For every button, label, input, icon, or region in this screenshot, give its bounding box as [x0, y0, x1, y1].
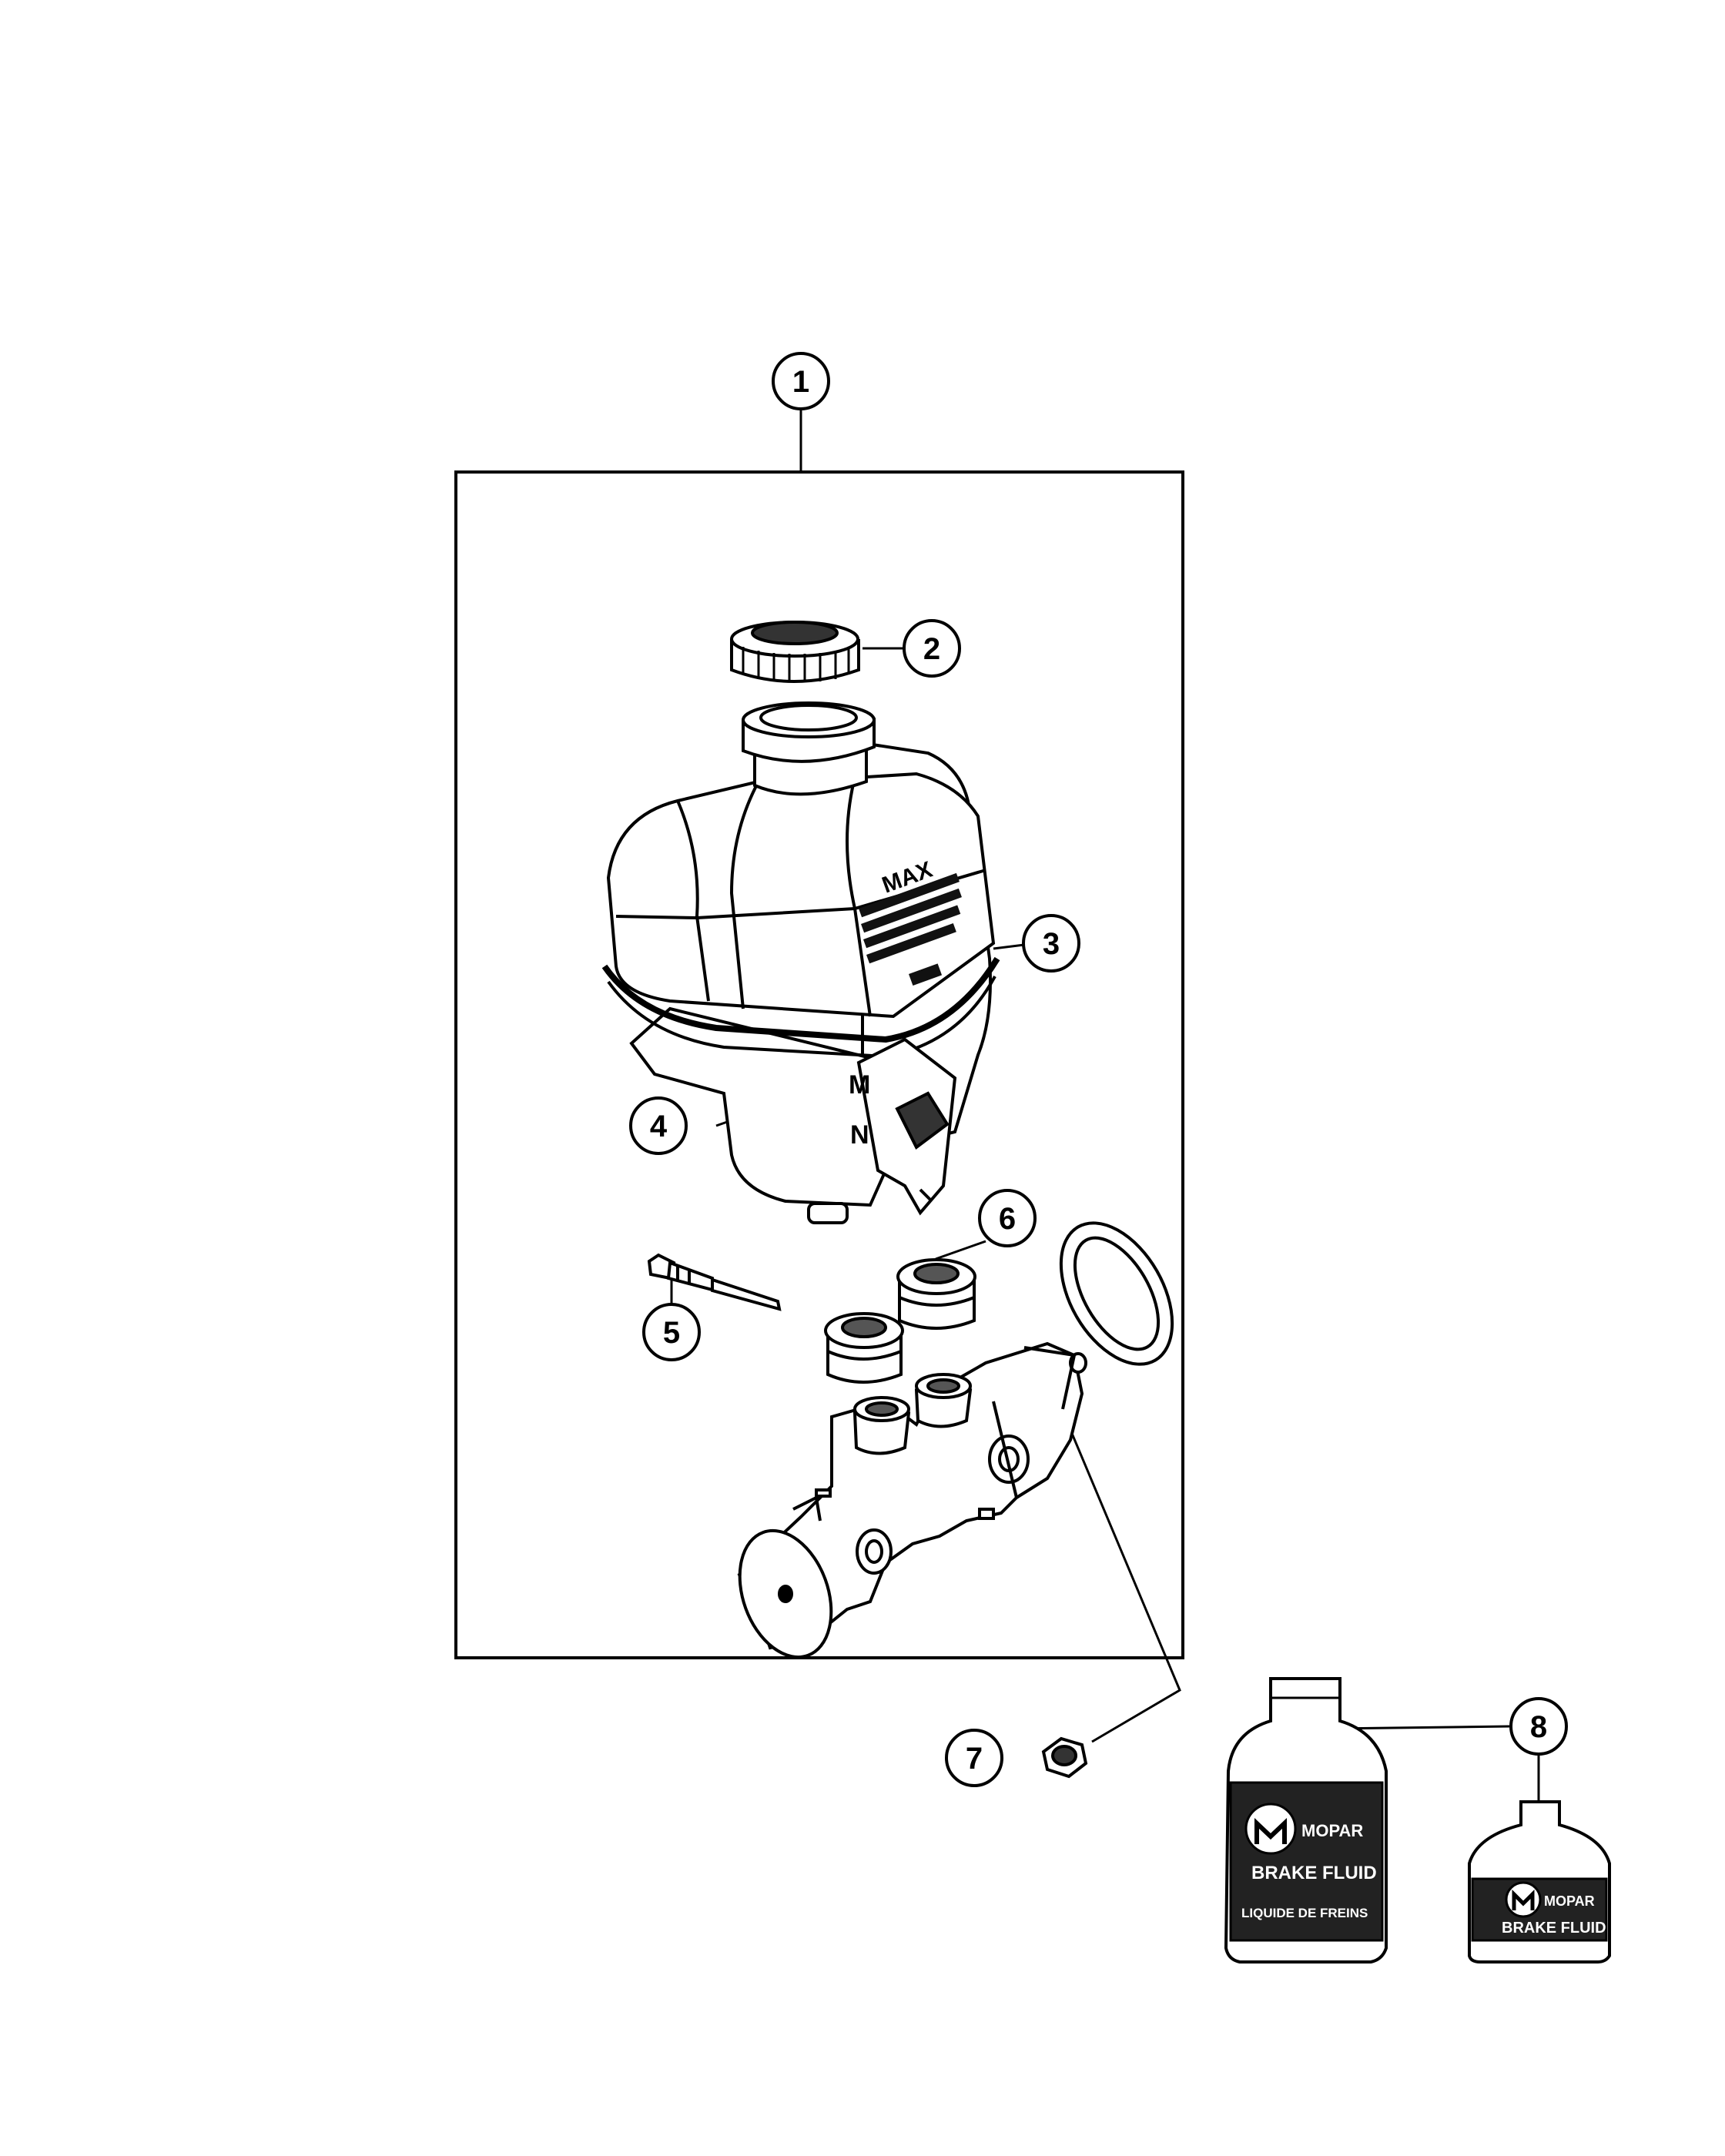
callout-6: 6 [978, 1189, 1037, 1247]
svg-text:7: 7 [966, 1742, 983, 1776]
letter-m-mark: M [849, 1070, 870, 1100]
hex-nut [1041, 1736, 1088, 1779]
assembly-frame [454, 470, 1184, 1659]
letter-n-mark: N [850, 1120, 869, 1150]
callout-4: 4 [629, 1096, 688, 1155]
mopar-logo-large [1244, 1803, 1297, 1855]
grommet-right [896, 1258, 976, 1330]
grommet-left [824, 1312, 904, 1384]
bottle-small-brand: MOPAR [1544, 1893, 1595, 1909]
bottle-large-title-es: LIQUIDE DE FREINS [1241, 1906, 1368, 1920]
bottle-large-brand: MOPAR [1301, 1821, 1363, 1840]
seal-ring [1059, 1221, 1174, 1366]
svg-text:5: 5 [663, 1316, 680, 1350]
svg-text:2: 2 [923, 632, 940, 666]
reservoir-cap [730, 621, 860, 683]
master-cylinder [737, 1341, 1087, 1659]
svg-text:1: 1 [792, 365, 809, 399]
svg-text:3: 3 [1043, 927, 1060, 961]
callout-7: 7 [945, 1729, 1003, 1787]
svg-text:8: 8 [1530, 1710, 1547, 1744]
callout-3: 3 [1022, 914, 1080, 973]
bottle-large-title: BRAKE FLUID [1251, 1863, 1377, 1883]
mopar-logo-small [1505, 1881, 1542, 1918]
callout-2: 2 [903, 619, 961, 678]
svg-text:4: 4 [650, 1110, 668, 1143]
callout-8: 8 [1509, 1697, 1568, 1756]
level-sensor [647, 1253, 782, 1311]
brake-fluid-bottle-small: MOPAR BRAKE FLUID [1468, 1800, 1611, 1964]
callout-1: 1 [772, 352, 830, 410]
bottle-small-title: BRAKE FLUID [1502, 1920, 1606, 1937]
svg-text:6: 6 [999, 1202, 1016, 1236]
brake-fluid-bottle-large: MOPAR BRAKE FLUID LIQUIDE DE FREINS [1224, 1677, 1388, 1964]
fluid-reservoir: MAX M N [601, 701, 1000, 1224]
callout-5: 5 [642, 1303, 701, 1361]
